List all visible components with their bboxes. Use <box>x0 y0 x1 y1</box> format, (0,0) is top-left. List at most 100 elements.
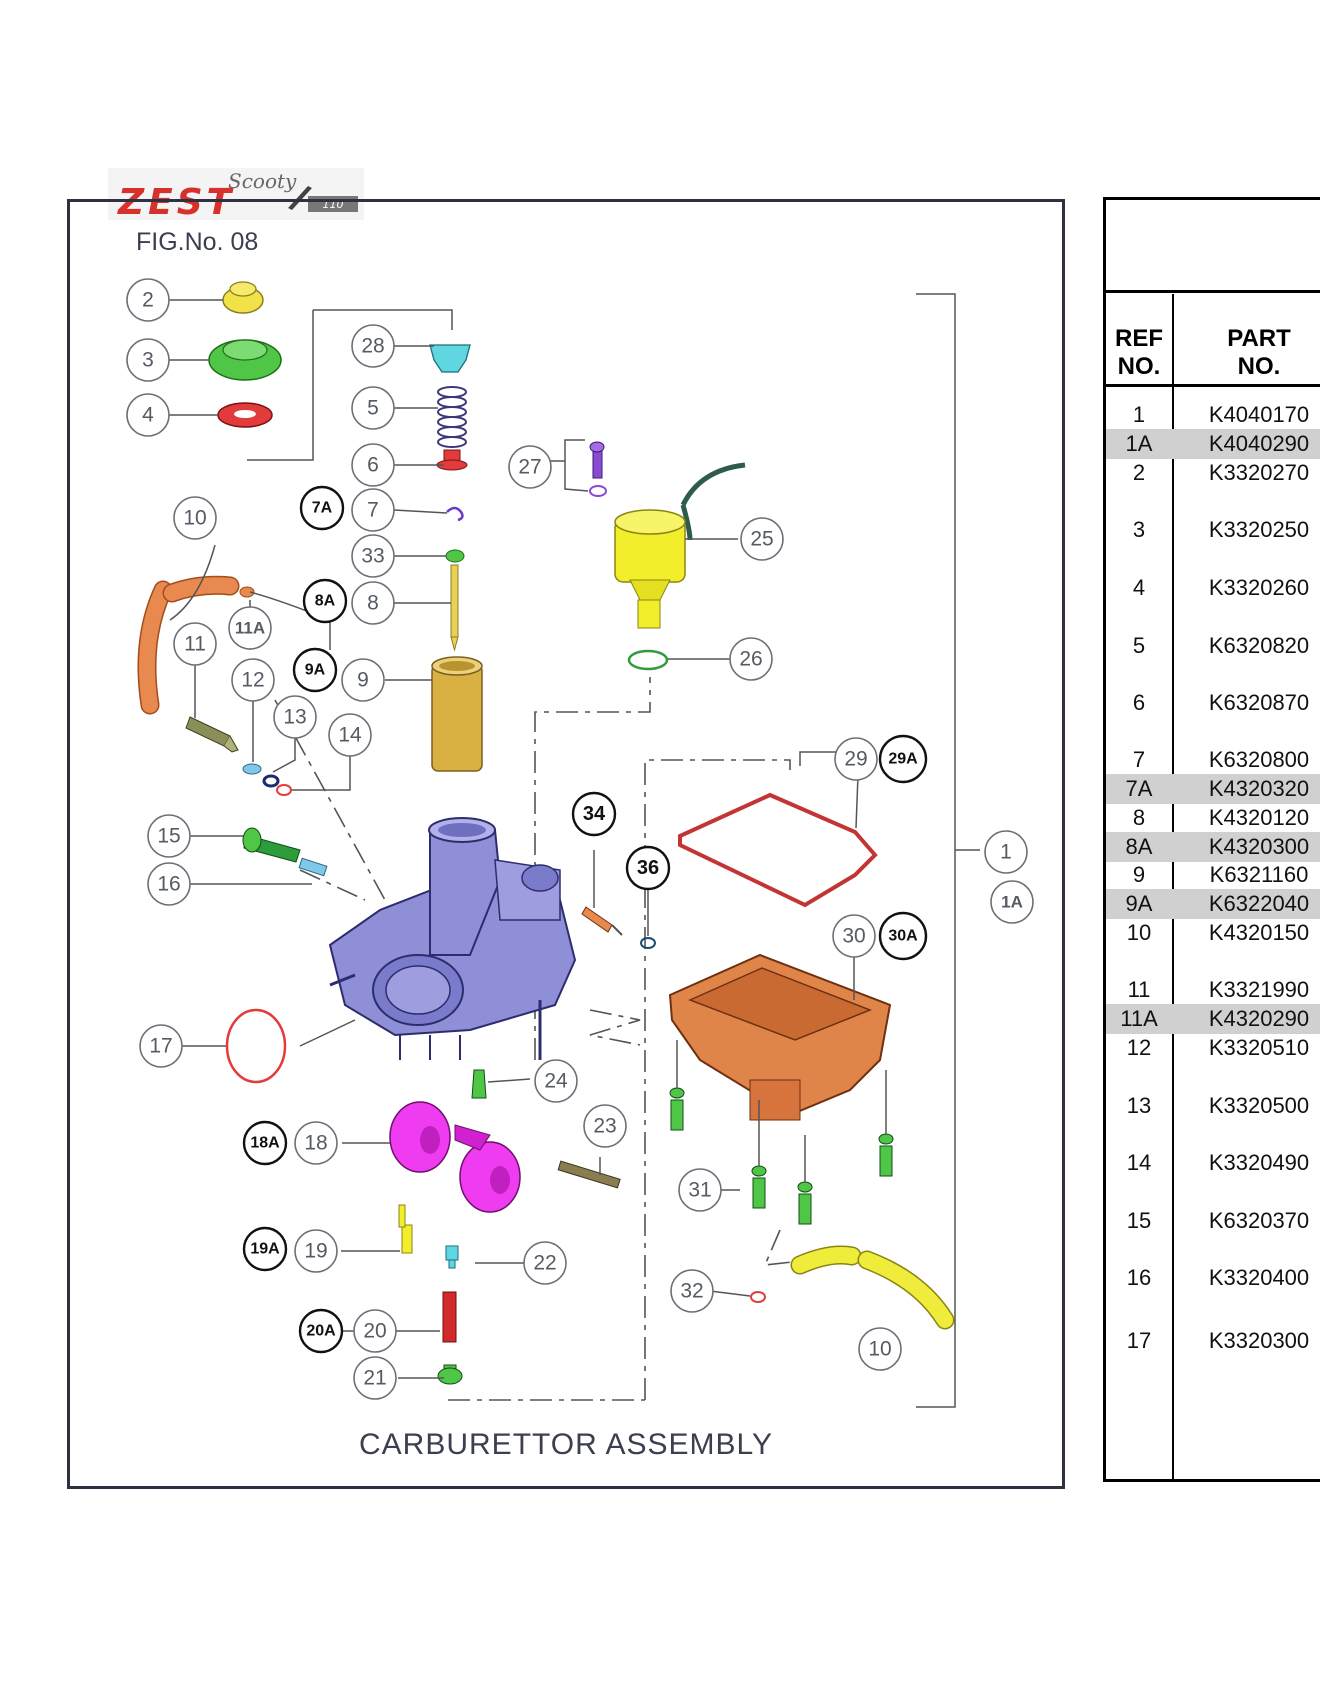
ref-no-cell: 2 <box>1132 460 1146 485</box>
svg-text:7: 7 <box>367 499 379 522</box>
part-2-cap <box>222 281 264 314</box>
part-no-cell: K6320370 <box>1208 1208 1310 1233</box>
callout-21: 21 <box>353 1356 397 1400</box>
callout-26: 26 <box>729 637 773 681</box>
part-no-cell: K6320870 <box>1208 690 1310 715</box>
svg-text:11: 11 <box>184 633 206 656</box>
callout-11: 11 <box>173 622 217 666</box>
carburettor-exploded-diagram: 2 3 4 28 5 6 7A 7 33 8A 8 9A 9 10 11A 11… <box>126 278 1034 1408</box>
figure-number: FIG.No. 08 <box>136 228 259 256</box>
part-20-main-jet-holder <box>442 1291 457 1343</box>
part-17-o-ring <box>225 1008 287 1084</box>
svg-text:Scooty: Scooty <box>228 169 297 193</box>
svg-text:14: 14 <box>338 724 362 747</box>
callout-25: 25 <box>740 517 784 561</box>
ref-no-cell: 13 <box>1126 1093 1152 1118</box>
part-13-washer <box>262 774 280 788</box>
callout-33: 33 <box>351 534 395 578</box>
svg-text:7A: 7A <box>312 500 333 517</box>
svg-text:30A: 30A <box>888 928 918 945</box>
table-row: 9A K6322040 <box>1106 889 1320 919</box>
part-27-screw <box>589 441 607 497</box>
ref-no-cell: 7 <box>1132 747 1146 772</box>
part-18-float <box>389 1101 521 1213</box>
part-no-cell: K6320820 <box>1208 633 1310 658</box>
callout-7A: 7A <box>299 485 345 531</box>
svg-text:17: 17 <box>149 1035 172 1058</box>
svg-text:26: 26 <box>739 648 762 671</box>
svg-text:18A: 18A <box>250 1135 280 1152</box>
part-no-cell: K4040290 <box>1208 431 1310 456</box>
svg-text:19A: 19A <box>250 1241 280 1258</box>
svg-text:22: 22 <box>533 1252 556 1275</box>
part-no-cell: K6321160 <box>1209 862 1309 887</box>
header-top-rule <box>1106 290 1320 293</box>
ref-no-cell: 15 <box>1126 1208 1152 1233</box>
callout-16: 16 <box>147 862 191 906</box>
callout-36: 36 <box>625 845 671 891</box>
callout-8A: 8A <box>302 578 348 624</box>
callout-15: 15 <box>147 814 191 858</box>
part-no-cell: K3320300 <box>1208 1328 1310 1353</box>
ref-no-cell: 1 <box>1132 402 1146 427</box>
svg-text:15: 15 <box>157 825 180 848</box>
part-no-cell: K6320800 <box>1208 747 1310 772</box>
ref-no-cell: 9A <box>1125 891 1153 916</box>
part-no-cell: K3320270 <box>1208 460 1310 485</box>
part-23-float-pin <box>557 1160 621 1189</box>
table-row: 9 K6321160 <box>1106 860 1320 890</box>
svg-text:30: 30 <box>842 925 865 948</box>
callout-1: 1 <box>984 830 1028 874</box>
svg-text:27: 27 <box>518 456 541 479</box>
part-11-pilot-screw <box>185 716 239 753</box>
carburettor-body <box>328 817 577 1060</box>
callout-19A: 19A <box>242 1226 288 1272</box>
svg-text:20A: 20A <box>306 1323 336 1340</box>
svg-text:29A: 29A <box>888 751 918 768</box>
svg-text:10: 10 <box>868 1338 891 1361</box>
svg-text:ZEST: ZEST <box>117 182 235 220</box>
ref-no-cell: 5 <box>1132 633 1146 658</box>
callout-5: 5 <box>351 386 395 430</box>
part-30-float-chamber <box>668 953 892 1121</box>
callout-12: 12 <box>231 658 275 702</box>
ref-no-cell: 17 <box>1126 1328 1152 1353</box>
part-no-cell: K6322040 <box>1208 891 1310 916</box>
svg-text:3: 3 <box>142 349 154 372</box>
ref-no-cell: 9 <box>1132 862 1146 887</box>
table-row: 1 K4040170 <box>1106 400 1320 430</box>
svg-text:6: 6 <box>367 454 379 477</box>
svg-text:11A: 11A <box>235 619 265 638</box>
part-16-spring <box>298 857 328 877</box>
callout-29: 29 <box>834 737 878 781</box>
svg-text:1A: 1A <box>1001 893 1023 912</box>
part-no-cell: K4320150 <box>1208 920 1310 945</box>
callout-29A: 29A <box>878 734 928 784</box>
callout-17: 17 <box>139 1024 183 1068</box>
ref-no-cell: 11 <box>1127 977 1151 1002</box>
part-no-cell: K4040170 <box>1208 402 1310 427</box>
svg-text:24: 24 <box>544 1070 568 1093</box>
svg-text:32: 32 <box>680 1280 703 1303</box>
ref-no-cell: 4 <box>1132 575 1146 600</box>
part-15-air-screw <box>242 827 301 863</box>
svg-text:16: 16 <box>157 873 180 896</box>
callout-30A: 30A <box>878 911 928 961</box>
callout-7: 7 <box>351 488 395 532</box>
callout-30: 30 <box>832 914 876 958</box>
callout-10-left: 10 <box>173 496 217 540</box>
svg-text:20: 20 <box>363 1320 386 1343</box>
callout-3: 3 <box>126 338 170 382</box>
table-row: 7 K6320800 <box>1106 745 1320 775</box>
part-26-o-ring <box>627 649 669 671</box>
